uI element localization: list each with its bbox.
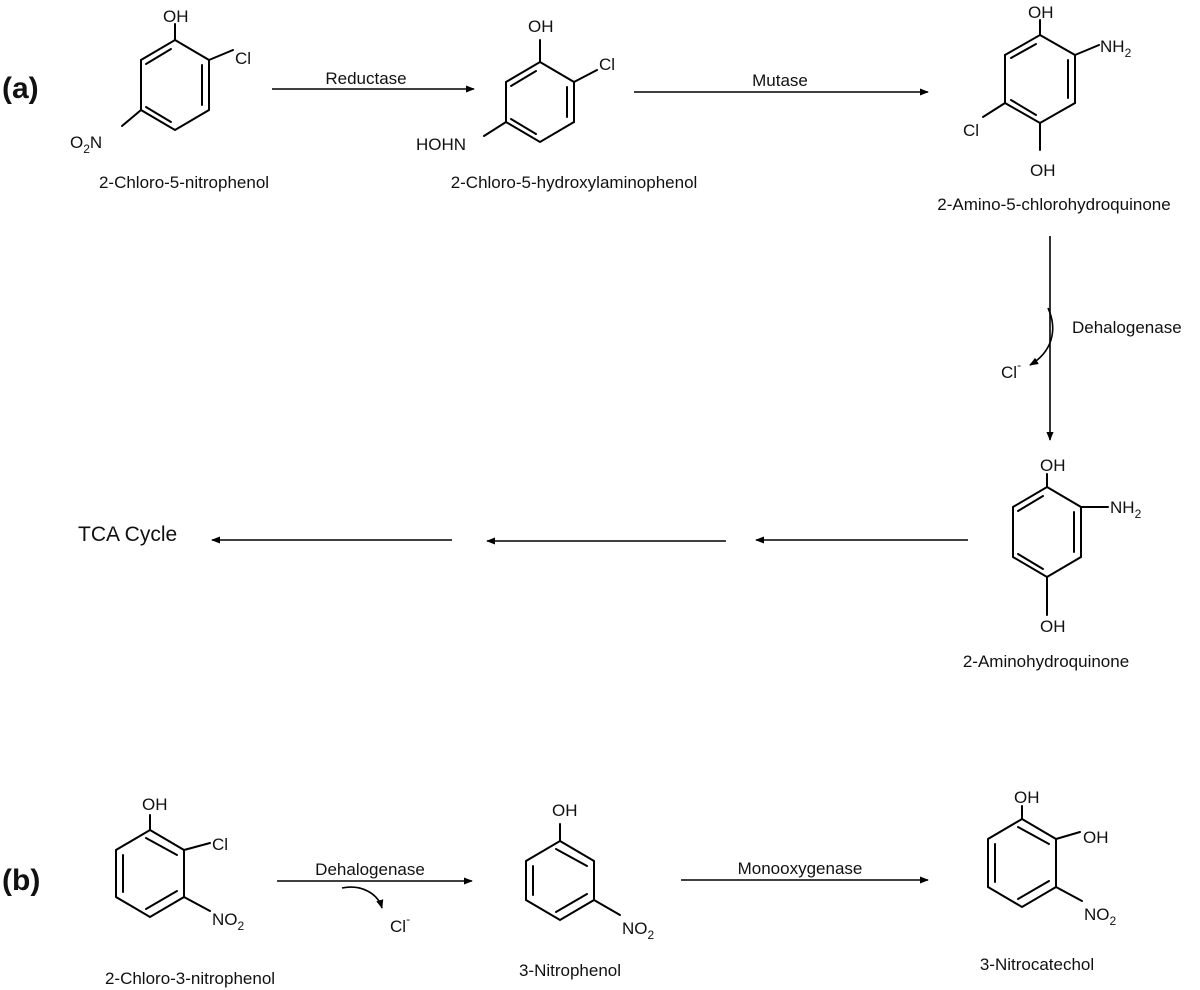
compound-2-chloro-5-nitrophenol: OH Cl O2N 2-Chloro-5-nitrophenol: [70, 7, 269, 192]
nitro-label: NO2: [622, 919, 655, 942]
chloride-release-arrow-b: [341, 886, 384, 909]
chloro-label: Cl: [212, 835, 228, 854]
hydroxyl-label: OH: [528, 17, 554, 36]
benzene-ring: [140, 38, 210, 132]
chloro-label: Cl: [963, 121, 979, 140]
hydroxyl-1-label: OH: [1014, 788, 1040, 807]
enzyme-label-monooxygenase: Monooxygenase: [738, 859, 863, 878]
enzyme-label-dehalogenase-b: Dehalogenase: [315, 860, 425, 879]
benzene-ring: [1004, 33, 1076, 125]
chloro-label: Cl: [235, 49, 251, 68]
hydroxyl-label: OH: [142, 795, 168, 814]
compound-2-amino-5-chlorohydroquinone: OH NH2 Cl OH 2-Amino-5-chlorohydroquinon…: [937, 3, 1170, 214]
compound-name: 2-Chloro-3-nitrophenol: [105, 969, 275, 988]
hydroxyl-2-label: OH: [1083, 828, 1109, 847]
hydroxyl-top-label: OH: [1028, 3, 1054, 22]
chloride-byproduct-b: Cl-: [390, 912, 410, 936]
benzene-ring: [987, 817, 1057, 909]
hydroxyl-top-label: OH: [1040, 456, 1066, 475]
compound-name: 3-Nitrocatechol: [980, 955, 1094, 974]
amino-label: NH2: [1100, 37, 1132, 60]
enzyme-label-mutase: Mutase: [752, 71, 808, 90]
compound-3-nitrophenol: OH NO2 3-Nitrophenol: [519, 801, 655, 980]
nitro-label: NO2: [1084, 905, 1117, 928]
benzene-ring: [1012, 485, 1082, 579]
compound-name: 2-Chloro-5-nitrophenol: [99, 173, 269, 192]
benzene-ring: [505, 60, 575, 144]
enzyme-label-dehalogenase-a: Dehalogenase: [1072, 318, 1182, 337]
compound-2-chloro-5-hydroxylaminophenol: OH Cl HOHN 2-Chloro-5-hydroxylaminopheno…: [416, 17, 697, 192]
nitro-label: NO2: [212, 910, 245, 933]
compound-2-aminohydroquinone: OH NH2 OH 2-Aminohydroquinone: [963, 456, 1142, 671]
compound-name: 2-Aminohydroquinone: [963, 652, 1129, 671]
hydroxyl-label: OH: [552, 801, 578, 820]
panel-label-b: (b): [2, 864, 40, 897]
hydroxyl-bottom-label: OH: [1030, 161, 1056, 180]
compound-name: 2-Chloro-5-hydroxylaminophenol: [451, 173, 698, 192]
hydroxyl-bottom-label: OH: [1040, 617, 1066, 636]
panel-label-a: (a): [2, 72, 39, 105]
compound-2-chloro-3-nitrophenol: OH Cl NO2 2-Chloro-3-nitrophenol: [105, 795, 275, 988]
benzene-ring: [115, 828, 185, 919]
compound-3-nitrocatechol: OH OH NO2 3-Nitrocatechol: [980, 788, 1117, 974]
amino-label: NH2: [1110, 498, 1142, 521]
chloride-byproduct-a: Cl-: [1001, 358, 1021, 382]
compound-name: 3-Nitrophenol: [519, 961, 621, 980]
hydroxyl-label: OH: [163, 7, 189, 26]
benzene-ring: [525, 839, 595, 922]
chloro-label: Cl: [599, 55, 615, 74]
compound-name: 2-Amino-5-chlorohydroquinone: [937, 195, 1170, 214]
nitro-label: O2N: [70, 133, 102, 156]
hydroxylamino-label: HOHN: [416, 135, 466, 154]
enzyme-label-reductase: Reductase: [325, 69, 406, 88]
chloride-release-arrow-a: [1029, 307, 1054, 366]
tca-cycle-label: TCA Cycle: [78, 523, 177, 546]
